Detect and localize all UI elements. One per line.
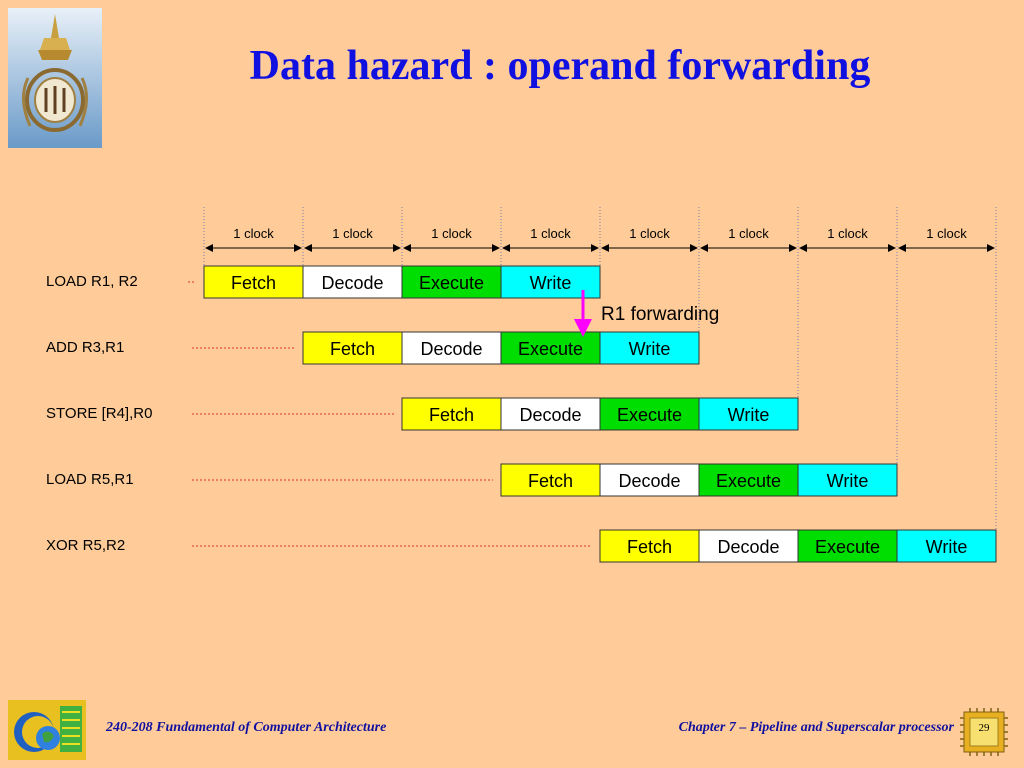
stage-label: Write [629, 339, 671, 359]
course-number: 240- [106, 720, 132, 735]
stage-box-write [698, 397, 799, 431]
clock-label: 1 clock [728, 226, 769, 241]
page-number: 29 [978, 722, 990, 734]
instruction-label: LOAD R5,R1 [46, 471, 134, 488]
clock-label: 1 clock [926, 226, 967, 241]
stage-label: Fetch [627, 537, 672, 557]
stage-label: Decode [519, 405, 581, 425]
course-footer: 240-208 Fundamental of Computer Architec… [106, 720, 386, 736]
stage-label: Decode [321, 273, 383, 293]
stage-label: Execute [815, 537, 880, 557]
stage-box-fetch [203, 265, 304, 299]
stage-box-write [599, 331, 700, 365]
stage-label: Fetch [429, 405, 474, 425]
stage-label: Decode [618, 471, 680, 491]
stage-label: Execute [518, 339, 583, 359]
course-name: 208 Fundamental of Computer Architecture [131, 720, 387, 735]
clock-label: 1 clock [332, 226, 373, 241]
stage-label: Fetch [231, 273, 276, 293]
instruction-label: ADD R3,R1 [46, 339, 124, 356]
stage-label: Execute [419, 273, 484, 293]
instruction-label: XOR R5,R2 [46, 537, 125, 554]
stage-box-decode [500, 397, 601, 431]
stage-box-execute [500, 331, 601, 365]
stage-box-fetch [401, 397, 502, 431]
stage-box-execute [401, 265, 502, 299]
faculty-logo [8, 700, 86, 760]
clock-label: 1 clock [431, 226, 472, 241]
stage-box-execute [797, 529, 898, 563]
stage-label: Write [827, 471, 869, 491]
instruction-label: STORE [R4],R0 [46, 405, 152, 422]
stage-label: Execute [716, 471, 781, 491]
slide-title: Data hazard : operand forwarding [249, 43, 871, 89]
stage-box-write [896, 529, 997, 563]
forwarding-label: R1 forwarding [601, 304, 719, 325]
stage-box-write [797, 463, 898, 497]
stage-box-decode [698, 529, 799, 563]
stage-label: Decode [717, 537, 779, 557]
stage-label: Execute [617, 405, 682, 425]
chapter-footer: Chapter 7 – Pipeline and Superscalar pro… [678, 720, 954, 735]
clock-label: 1 clock [827, 226, 868, 241]
chip-icon [958, 708, 1010, 756]
clock-label: 1 clock [233, 226, 274, 241]
stage-box-decode [302, 265, 403, 299]
stage-label: Write [728, 405, 770, 425]
stage-box-execute [599, 397, 700, 431]
instruction-label: LOAD R1, R2 [46, 273, 138, 290]
clock-label: 1 clock [530, 226, 571, 241]
stage-box-decode [599, 463, 700, 497]
stage-label: Write [530, 273, 572, 293]
stage-label: Fetch [330, 339, 375, 359]
stage-box-execute [698, 463, 799, 497]
stage-label: Write [926, 537, 968, 557]
stage-box-fetch [500, 463, 601, 497]
stage-box-fetch [599, 529, 700, 563]
stage-label: Fetch [528, 471, 573, 491]
stage-box-decode [401, 331, 502, 365]
clock-label: 1 clock [629, 226, 670, 241]
university-emblem-logo [8, 8, 102, 148]
stage-label: Decode [420, 339, 482, 359]
